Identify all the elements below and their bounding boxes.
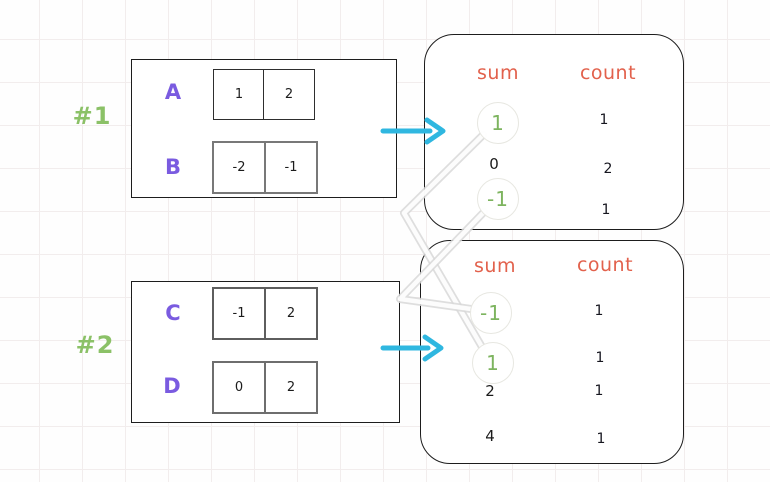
- sum-value: 0: [489, 155, 499, 173]
- array-b-cells: -2 -1: [212, 141, 318, 194]
- count-value: 1: [596, 431, 606, 447]
- array-b-cell-1: -1: [264, 141, 318, 194]
- example-1-label: #1: [72, 102, 112, 130]
- array-a-cell-1: 2: [263, 69, 315, 120]
- array-d-cell-0: 0: [212, 361, 266, 414]
- result-box-1: sum count 1 1 0 2 -1 1: [424, 34, 684, 230]
- highlight-circle: 1: [472, 342, 514, 384]
- highlight-circle: 1: [477, 102, 519, 144]
- count-value: 2: [603, 161, 613, 177]
- sum-value: 2: [485, 382, 495, 400]
- count-header-1: count: [579, 62, 637, 84]
- highlight-circle: -1: [470, 292, 512, 334]
- array-a-cell-0: 1: [213, 69, 265, 120]
- array-c-cell-1: 2: [264, 287, 318, 340]
- array-c-cell-0: -1: [212, 287, 266, 340]
- sum-value-highlighted: 1: [486, 351, 500, 375]
- array-a-cells: 1 2: [213, 69, 315, 120]
- count-value: 1: [599, 112, 609, 128]
- example-2-label: #2: [75, 331, 115, 359]
- sum-value-highlighted: -1: [487, 187, 509, 211]
- count-header-2: count: [576, 254, 634, 276]
- highlight-circle: -1: [477, 178, 519, 220]
- array-a-label: A: [164, 80, 182, 104]
- array-d-cells: 0 2: [212, 361, 318, 414]
- array-d-cell-1: 2: [264, 361, 318, 414]
- count-value: 1: [595, 350, 605, 366]
- array-b-label: B: [164, 155, 182, 179]
- array-d-label: D: [163, 374, 181, 398]
- count-value: 1: [594, 383, 604, 399]
- array-c-label: C: [165, 301, 181, 325]
- sum-header-1: sum: [477, 62, 519, 84]
- sum-value: 4: [485, 427, 495, 445]
- sum-header-2: sum: [474, 255, 516, 277]
- count-value: 1: [594, 303, 604, 319]
- array-c-cells: -1 2: [212, 287, 318, 340]
- array-b-cell-0: -2: [212, 141, 266, 194]
- result-box-2: sum count -1 1 1 1 2 1 4 1: [420, 240, 684, 464]
- sum-value-highlighted: -1: [480, 301, 502, 325]
- count-value: 1: [601, 202, 611, 218]
- sum-value-highlighted: 1: [491, 111, 505, 135]
